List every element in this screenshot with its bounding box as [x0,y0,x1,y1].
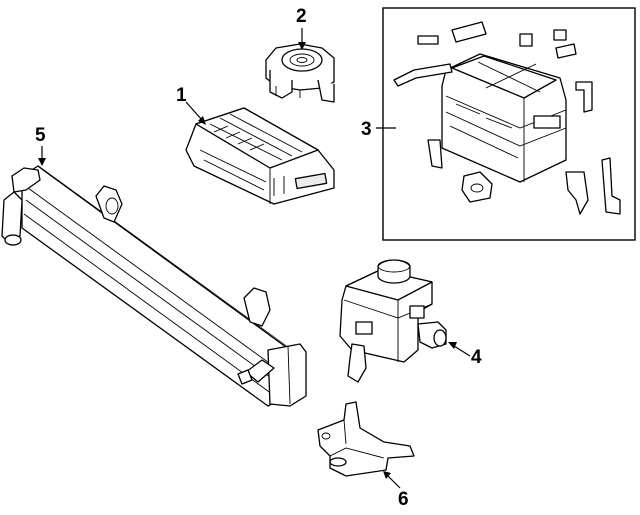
callout-2: 2 [296,6,307,27]
callout-1: 1 [176,85,187,106]
callout-6: 6 [398,489,409,510]
part-4-reservoir-tank [339,259,447,383]
part-6-bracket [317,401,415,477]
callout-4: 4 [471,347,482,368]
part-1-battery-module [185,107,335,205]
part-3-inverter-assembly [393,21,621,215]
inset-frame [382,7,636,241]
leader-lines [38,28,471,489]
part-2-blower-fan [265,43,335,103]
callout-5: 5 [35,125,46,146]
callout-3: 3 [361,119,372,140]
part-5-radiator [1,165,307,407]
